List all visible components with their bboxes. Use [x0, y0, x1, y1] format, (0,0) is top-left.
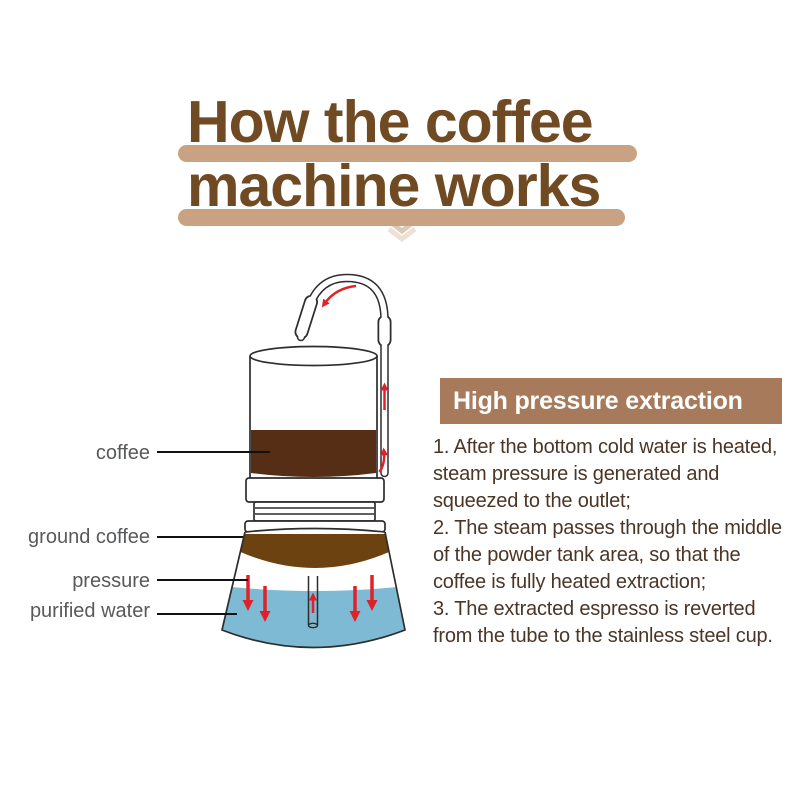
coffee-machine-diagram	[157, 273, 406, 649]
explanation-steps: 1. After the bottom cold water is heated…	[433, 434, 800, 650]
page-title-text-1: How the coffee	[187, 89, 594, 155]
title-highlight-bar	[178, 209, 625, 226]
page-title-text-2: machine works	[187, 153, 601, 219]
title-highlight-bar	[178, 145, 637, 162]
label-purified-water: purified water	[29, 600, 150, 622]
machine-neck	[244, 477, 386, 533]
leader-lines	[157, 451, 270, 615]
page-title-line-1: How the coffee	[178, 89, 637, 162]
label-coffee: coffee	[95, 442, 150, 464]
step-1: 1. After the bottom cold water is heated…	[433, 436, 778, 512]
outlet-pipe	[294, 273, 392, 478]
page-title-line-2: machine works	[178, 153, 625, 226]
label-ground-coffee: ground coffee	[28, 526, 150, 548]
section-heading-banner: High pressure extraction	[440, 378, 782, 424]
step-2: 2. The steam passes through the middle o…	[433, 517, 782, 593]
step-3: 3. The extracted espresso is reverted fr…	[433, 598, 773, 647]
label-pressure: pressure	[72, 570, 150, 592]
coffee-cup	[249, 345, 378, 478]
page-title: How the coffee machine works	[178, 89, 637, 226]
flow-arrows	[242, 284, 389, 622]
